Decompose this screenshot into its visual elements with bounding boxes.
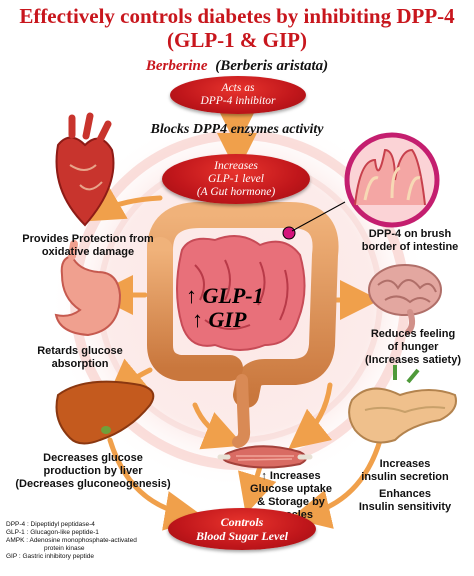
pill-text: DPP-4 inhibitor bbox=[200, 95, 276, 107]
label-line: of hunger bbox=[387, 341, 439, 353]
compound-subtitle: Berberine (Berberis aristata) bbox=[0, 58, 474, 75]
abbreviation-legend: DPP-4 : Dipeptidyl peptidase-4 GLP-1 : G… bbox=[6, 521, 137, 561]
legend-item: GLP-1 : Glucagon-like peptide-1 bbox=[6, 529, 99, 536]
label-line: production by liver bbox=[43, 465, 143, 477]
pill-text: GLP-1 level bbox=[208, 172, 264, 185]
label-line: Glucose uptake bbox=[250, 483, 332, 495]
blocks-dpp4-text: Blocks DPP4 enzymes activity bbox=[150, 122, 324, 137]
label-line: Reduces feeling bbox=[370, 328, 456, 340]
label-line: oxidative damage bbox=[41, 246, 135, 258]
label-line: (Decreases gluconeogenesis) bbox=[15, 478, 171, 490]
colon-illustration bbox=[147, 202, 339, 448]
brain-label: Reduces feeling of hunger (Increases sat… bbox=[355, 328, 471, 367]
label-line: Insulin sensitivity bbox=[358, 501, 452, 513]
label-line: Retards glucose bbox=[37, 345, 123, 357]
center-gip: ↑ GIP bbox=[192, 307, 247, 332]
intestine-villi-illustration bbox=[291, 132, 440, 232]
pill-text: Acts as bbox=[221, 82, 255, 94]
label-line: & Storage by bbox=[257, 496, 325, 508]
compound-species: (Berberis aristata) bbox=[215, 58, 329, 74]
pill-text: (A Gut hormone) bbox=[196, 185, 276, 198]
label-line: Decreases glucose bbox=[43, 452, 143, 464]
liver-label: Decreases glucose production by liver (D… bbox=[8, 452, 178, 491]
label-line: absorption bbox=[51, 358, 109, 370]
pill-controls-blood-sugar: Controls Blood Sugar Level bbox=[168, 508, 316, 550]
label-line: ↑ Increases bbox=[261, 470, 321, 482]
pill-increases-glp1: Increases GLP-1 level (A Gut hormone) bbox=[162, 154, 310, 204]
legend-item: AMPK : Adenosine monophosphate-activated bbox=[6, 537, 137, 544]
heart-illustration bbox=[55, 112, 115, 227]
title-line-2: (GLP-1 & GIP) bbox=[167, 28, 307, 52]
label-line: (Increases satiety) bbox=[365, 354, 461, 366]
center-glp1: ↑ GLP-1 bbox=[186, 283, 264, 308]
label-line: Enhances bbox=[379, 488, 431, 500]
compound-name: Berberine bbox=[145, 58, 208, 74]
pill-dpp4-inhibitor: Acts as DPP-4 inhibitor bbox=[170, 76, 306, 114]
legend-item: protein kinase bbox=[44, 545, 85, 552]
brain-illustration bbox=[368, 264, 442, 335]
pill-text: Increases bbox=[214, 159, 258, 172]
pancreas-illustration bbox=[348, 365, 457, 444]
label-line: insulin secretion bbox=[361, 471, 449, 483]
liver-illustration bbox=[55, 380, 155, 445]
pill-text: Blood Sugar Level bbox=[196, 529, 288, 543]
stomach-illustration bbox=[54, 240, 122, 337]
muscle-illustration bbox=[217, 445, 313, 469]
stomach-label: Retards glucose absorption bbox=[20, 345, 140, 371]
muscle-label: ↑ Increases Glucose uptake & Storage by … bbox=[246, 470, 336, 522]
label-line: Provides Protection from bbox=[22, 233, 154, 245]
title-line-1: Effectively controls diabetes by inhibit… bbox=[19, 4, 455, 28]
pancreas-label: Increases insulin secretion Enhances Ins… bbox=[345, 458, 465, 514]
legend-item: GIP : Gastric inhibitory peptide bbox=[6, 553, 95, 560]
pill-text: Controls bbox=[220, 515, 264, 529]
legend-item: DPP-4 : Dipeptidyl peptidase-4 bbox=[6, 521, 95, 528]
label-line: Increases bbox=[379, 458, 431, 470]
label-line: DPP-4 on brush bbox=[368, 228, 452, 240]
heart-label: Provides Protection from oxidative damag… bbox=[8, 233, 168, 259]
label-line: border of intestine bbox=[361, 241, 459, 253]
intestine-label: DPP-4 on brush border of intestine bbox=[350, 228, 470, 254]
